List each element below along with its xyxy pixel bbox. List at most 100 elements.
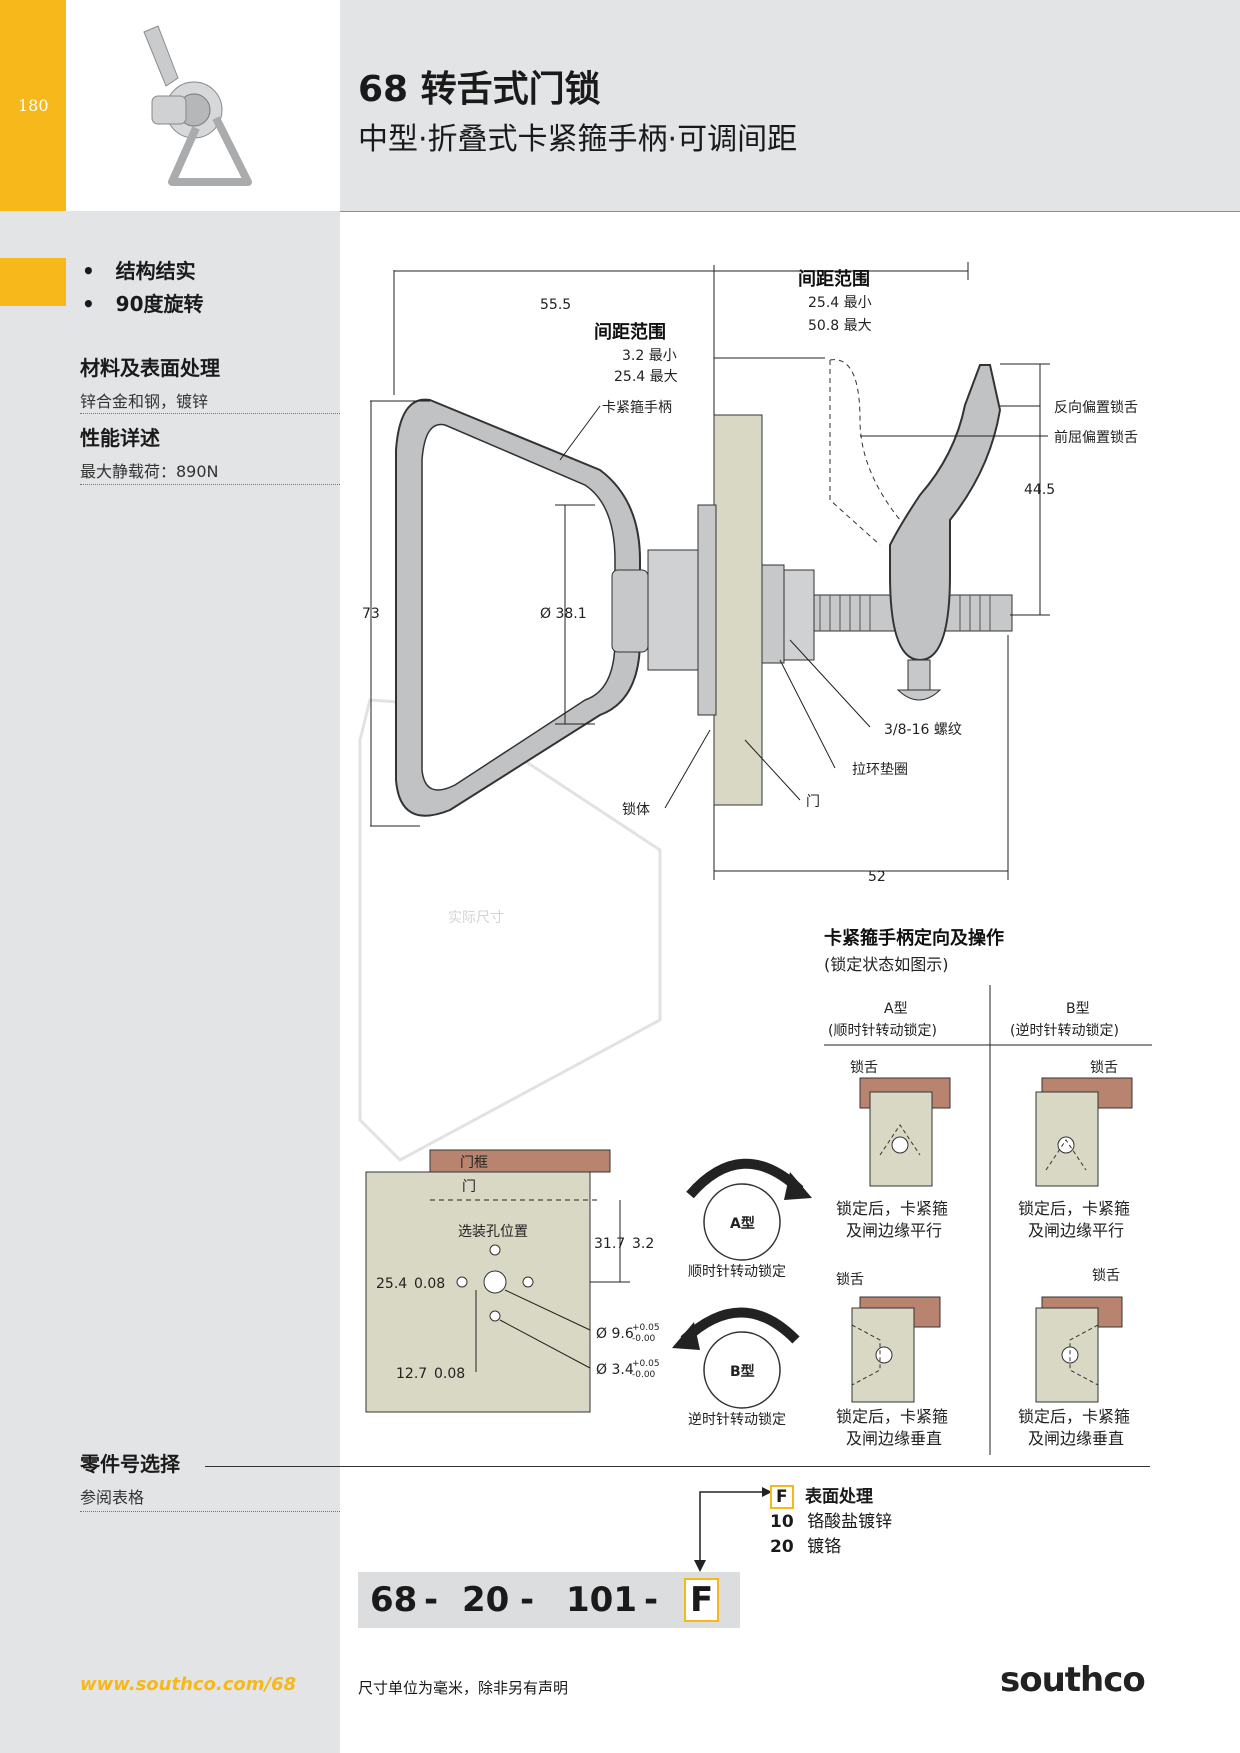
optional-holes-label: 选装孔位置 <box>458 1224 528 1240</box>
feature-item: • 90度旋转 <box>82 292 204 316</box>
pn-sep: - <box>424 1580 439 1620</box>
frame-label: 门框 <box>460 1155 488 1171</box>
pn-code-101: 101 <box>566 1580 637 1620</box>
type-b-desc: (逆时针转动锁定) <box>1010 1023 1119 1039</box>
pn-code-20: 20 <box>462 1580 510 1620</box>
hole-9-6: Ø 9.6 <box>596 1326 634 1342</box>
product-photo <box>66 0 340 211</box>
materials-text: 锌合金和钢，镀锌 <box>80 392 209 411</box>
diagram-a-parallel <box>859 1077 951 1187</box>
hole-3-4-tol-plus: +0.05 <box>632 1359 660 1369</box>
cam-label: 锁舌 <box>1090 1060 1118 1076</box>
grip-range-2-title: 间距范围 <box>798 268 870 290</box>
tol-0-08b: 0.08 <box>434 1366 465 1382</box>
label-door: 门 <box>806 794 820 810</box>
see-table-text: 参阅表格 <box>80 1488 145 1507</box>
finish-row: 10 铬酸盐镀锌 <box>770 1507 892 1532</box>
rotation-b-desc: 逆时针转动锁定 <box>688 1412 786 1428</box>
finish-name: 铬酸盐镀锌 <box>807 1512 893 1532</box>
type-a-label: A型 <box>884 1001 908 1017</box>
pn-sep: - <box>520 1580 535 1620</box>
part-number-rule <box>205 1466 1150 1467</box>
dim-31-7: 31.7 <box>594 1236 625 1252</box>
hole-3-4: Ø 3.4 <box>596 1362 634 1378</box>
grip-range-1-min: 3.2 最小 <box>622 348 677 364</box>
cam-label: 锁舌 <box>1092 1268 1120 1284</box>
finish-heading-row: F 表面处理 <box>770 1482 874 1509</box>
divider <box>80 413 340 414</box>
cam-label: 锁舌 <box>836 1272 864 1288</box>
diagram-b-parallel <box>1035 1077 1133 1187</box>
rotation-a-desc: 顺时针转动锁定 <box>688 1264 786 1280</box>
hole-9-6-tol-plus: +0.05 <box>632 1323 660 1333</box>
performance-heading: 性能详述 <box>80 426 160 450</box>
diagram-b-perpendicular <box>1035 1296 1123 1403</box>
perp-caption-1: 锁定后，卡紧箍 <box>836 1407 948 1426</box>
pn-finish-code: F <box>684 1578 720 1622</box>
dim-25-4: 25.4 <box>376 1276 407 1292</box>
grip-range-2-max: 50.8 最大 <box>808 318 872 334</box>
materials-heading: 材料及表面处理 <box>80 356 220 380</box>
orientation-subheading: (锁定状态如图示) <box>824 955 949 974</box>
dim-12-7: 12.7 <box>396 1366 427 1382</box>
hole-3-4-tol-minus: -0.00 <box>632 1370 656 1380</box>
dim-3-2: 3.2 <box>632 1236 654 1252</box>
page-number: 180 <box>18 96 49 115</box>
parallel-caption-2: 及闸边缘平行 <box>846 1221 942 1240</box>
finish-name: 镀铬 <box>807 1537 842 1557</box>
page-title: 68 转舌式门锁 <box>358 69 601 110</box>
finish-code: 20 <box>770 1537 794 1557</box>
type-b-label: B型 <box>1066 1001 1090 1017</box>
label-thread: 3/8-16 螺纹 <box>884 722 962 738</box>
side-panel <box>0 211 340 1753</box>
performance-text: 最大静载荷：890N <box>80 462 219 481</box>
units-note: 尺寸单位为毫米，除非另有声明 <box>358 1679 569 1697</box>
perp-caption-2: 及闸边缘垂直 <box>846 1429 942 1448</box>
tol-0-08a: 0.08 <box>414 1276 445 1292</box>
dim-73: 73 <box>362 606 380 622</box>
label-washer: 拉环垫圈 <box>852 762 908 778</box>
grip-range-1-max: 25.4 最大 <box>614 369 678 385</box>
parallel-caption-2: 及闸边缘平行 <box>1028 1221 1124 1240</box>
parallel-caption-1: 锁定后，卡紧箍 <box>1018 1199 1130 1218</box>
perp-caption-2: 及闸边缘垂直 <box>1028 1429 1124 1448</box>
yellow-marker <box>0 258 66 306</box>
pn-series: 68 <box>370 1580 418 1620</box>
parallel-caption-1: 锁定后，卡紧箍 <box>836 1199 948 1218</box>
grip-range-1-title: 间距范围 <box>594 321 666 343</box>
page-subtitle: 中型·折叠式卡紧箍手柄·可调间距 <box>358 122 798 157</box>
finish-code: 10 <box>770 1512 794 1532</box>
actual-size-label: 实际尺寸 <box>448 910 504 926</box>
yellow-tab <box>0 0 66 211</box>
finish-code-box: F <box>770 1485 794 1509</box>
header-band <box>340 0 1240 212</box>
grip-range-2-min: 25.4 最小 <box>808 295 872 311</box>
rotation-b-label: B型 <box>730 1363 755 1380</box>
label-body: 锁体 <box>622 802 650 818</box>
pn-sep: - <box>644 1580 659 1620</box>
dim-44-5: 44.5 <box>1024 482 1055 498</box>
feature-item: • 结构结实 <box>82 259 196 283</box>
label-handle: 卡紧箍手柄 <box>602 399 672 416</box>
part-number-heading: 零件号选择 <box>80 1452 180 1476</box>
latch-photo-icon <box>143 25 252 186</box>
type-a-desc: (顺时针转动锁定) <box>828 1023 937 1039</box>
dim-52: 52 <box>868 869 886 885</box>
finish-heading: 表面处理 <box>805 1487 874 1507</box>
divider <box>80 484 340 485</box>
label-forward-cam: 前屈偏置锁舌 <box>1054 429 1138 446</box>
dim-38-1: Ø 38.1 <box>540 606 587 622</box>
diagram-a-perpendicular <box>851 1296 941 1403</box>
finish-row: 20 镀铬 <box>770 1532 841 1557</box>
southco-logo: southco <box>1000 1660 1146 1700</box>
website-link[interactable]: www.southco.com/68 <box>80 1674 297 1695</box>
rotation-a-label: A型 <box>730 1215 755 1232</box>
label-reverse-cam: 反向偏置锁舌 <box>1054 400 1138 416</box>
part-number-box <box>358 1572 740 1628</box>
dim-55-5: 55.5 <box>540 297 571 313</box>
cam-label: 锁舌 <box>850 1060 878 1076</box>
perp-caption-1: 锁定后，卡紧箍 <box>1018 1407 1130 1426</box>
door-label: 门 <box>462 1179 476 1195</box>
hole-9-6-tol-minus: -0.00 <box>632 1334 656 1344</box>
